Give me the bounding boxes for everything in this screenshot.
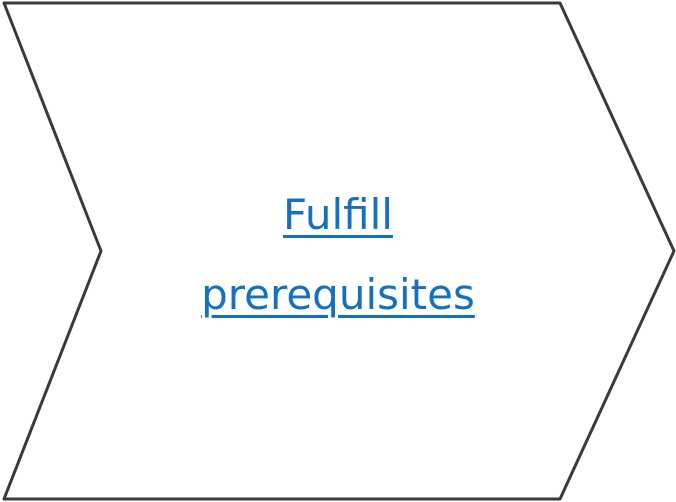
step-label-line1: Fulfill xyxy=(283,190,393,239)
fulfill-prerequisites-link[interactable]: Fulfill prerequisites xyxy=(201,175,475,335)
step-label-container: Fulfill prerequisites xyxy=(110,180,566,330)
step-label-line2: prerequisites xyxy=(201,270,475,319)
